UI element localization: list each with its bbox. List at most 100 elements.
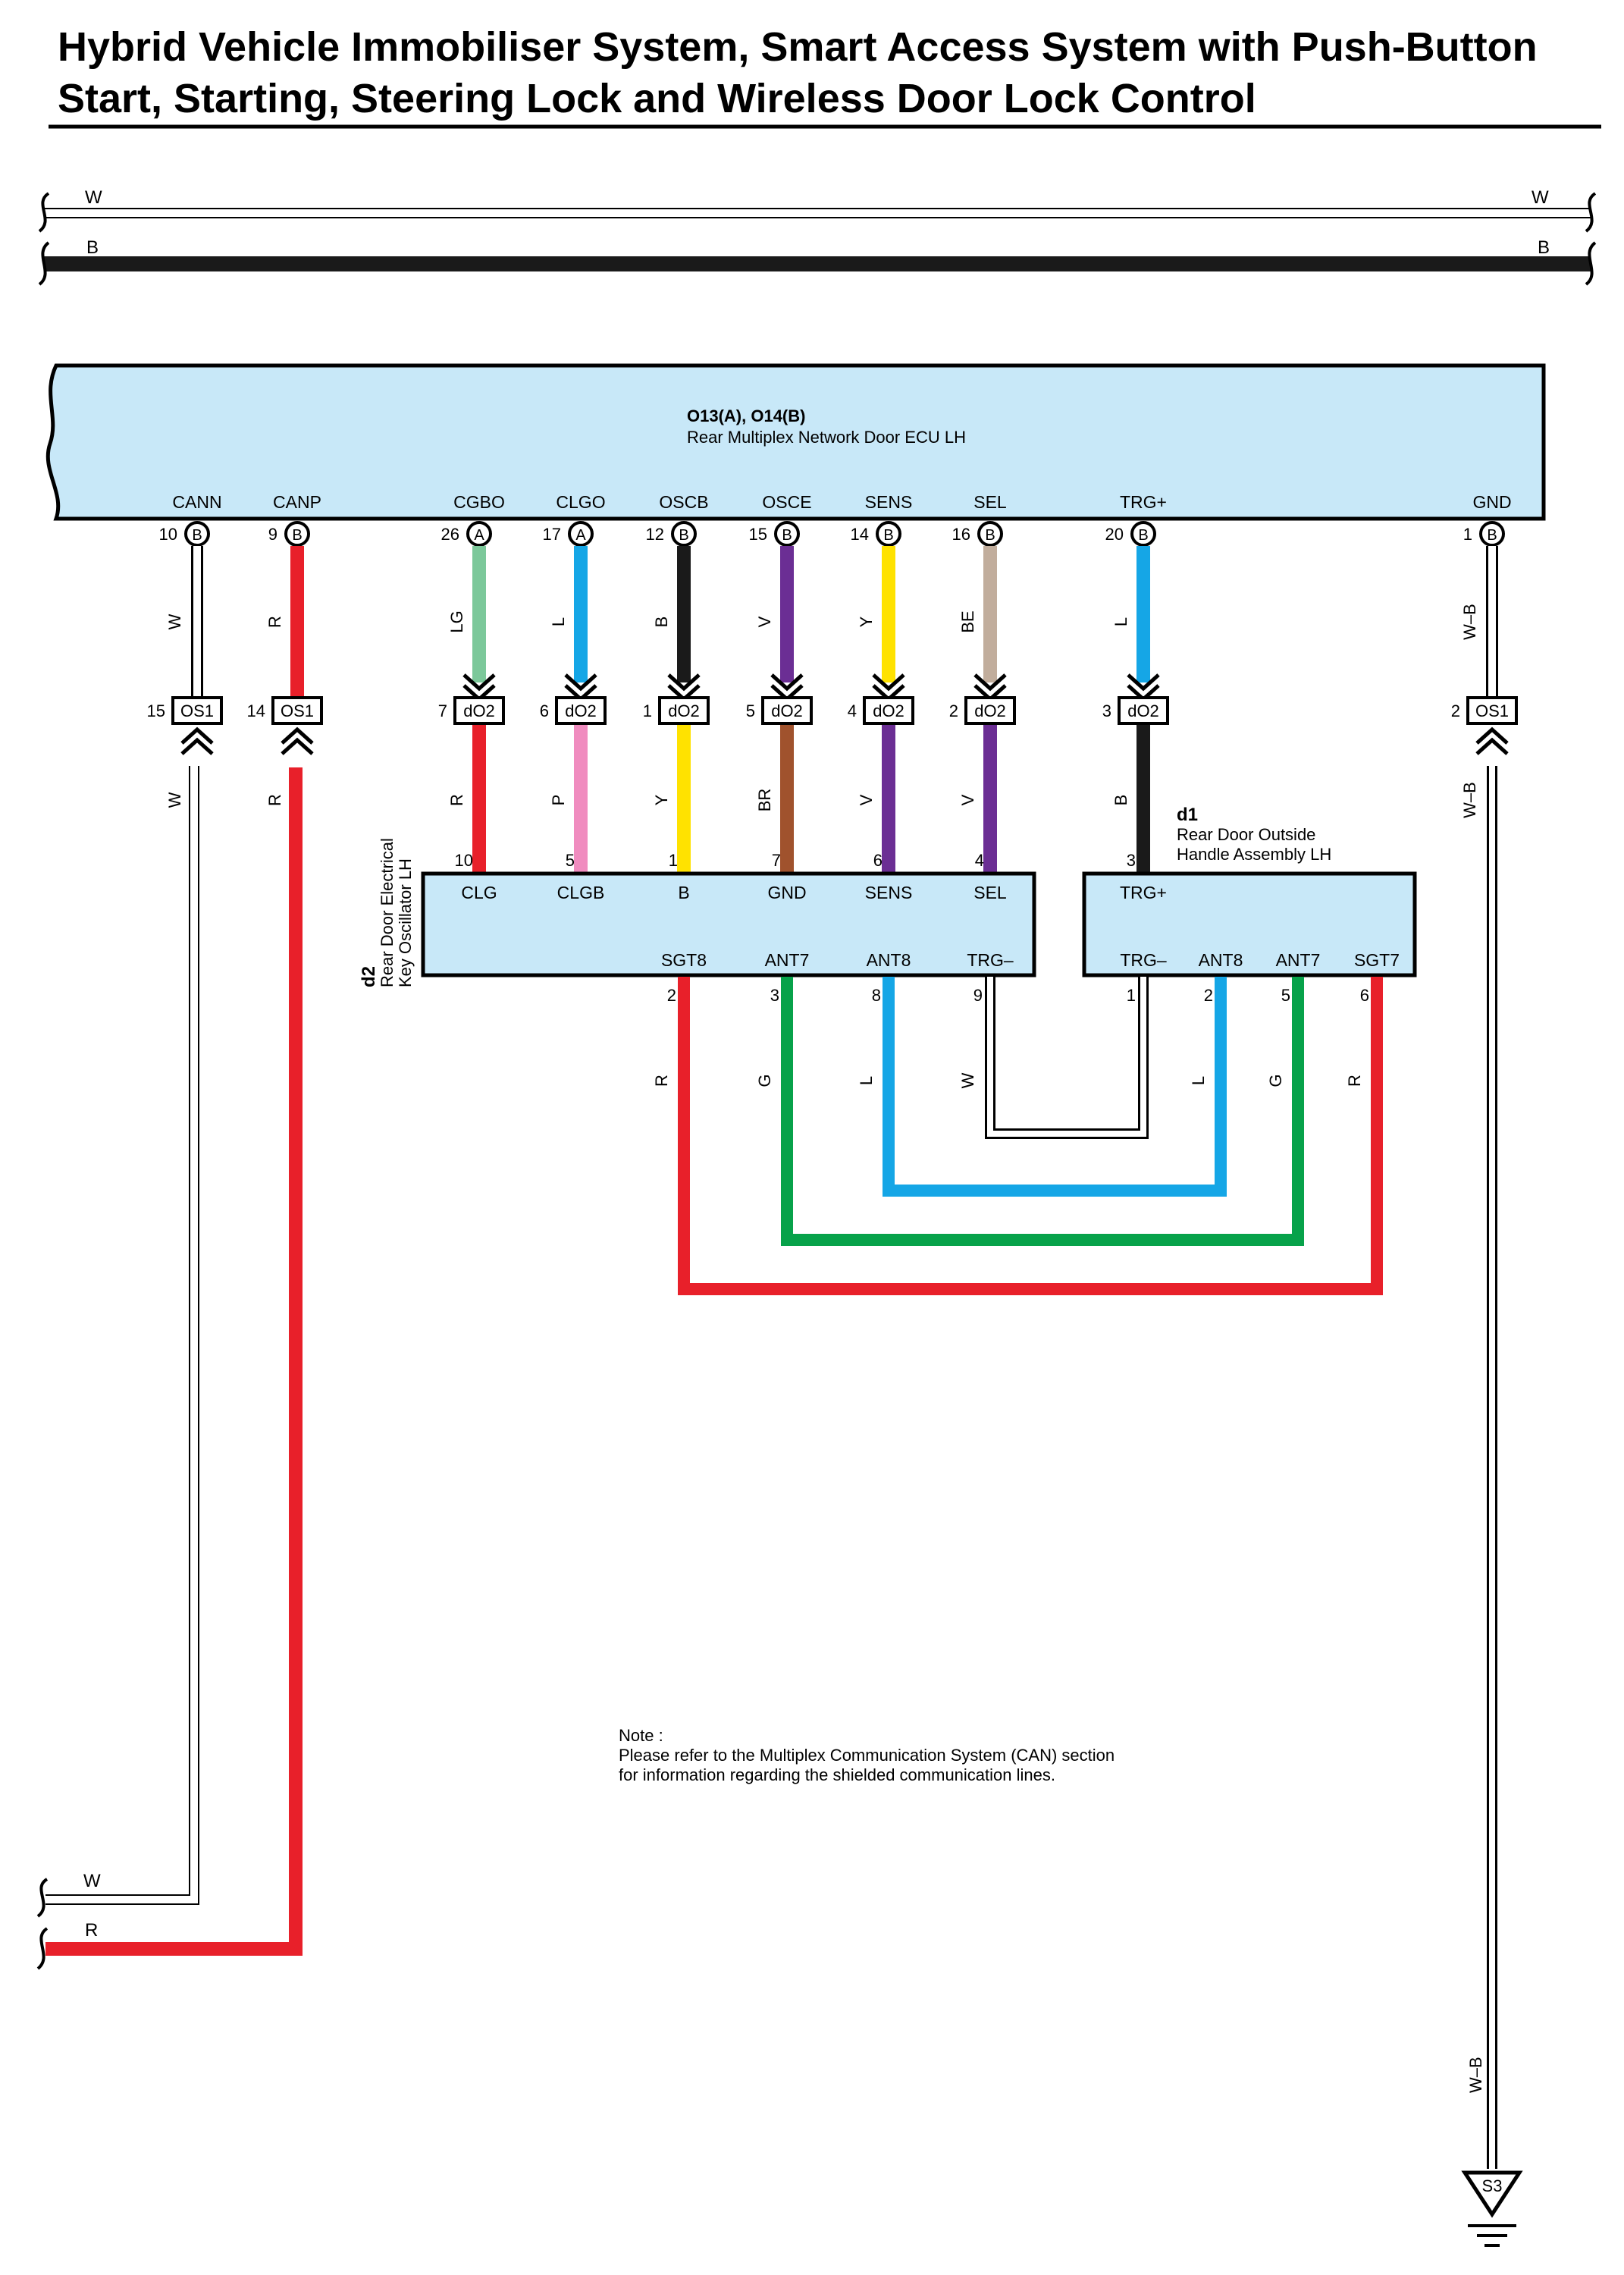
junction-box bbox=[863, 696, 914, 725]
junction-number: 7 bbox=[438, 701, 447, 720]
ecu-pin-number: 12 bbox=[646, 525, 664, 544]
junction-number: 14 bbox=[247, 701, 265, 720]
upper-wire-label: L bbox=[1111, 617, 1130, 626]
link-sgt-wire bbox=[678, 977, 1383, 1295]
ecu-connector-circle bbox=[977, 521, 1003, 547]
upper-wire-label: W bbox=[165, 613, 184, 629]
top-w-label-right: W bbox=[1532, 187, 1549, 208]
ground-code: S3 bbox=[1482, 2176, 1503, 2195]
ecu-pin-number: 17 bbox=[543, 525, 561, 544]
d2-pin-name: SGT8 bbox=[661, 950, 707, 970]
ecu-name: Rear Multiplex Network Door ECU LH bbox=[687, 428, 966, 447]
d2-name-line1: Rear Door Electrical bbox=[378, 838, 397, 987]
junction-box bbox=[658, 696, 710, 725]
top-bus: W W B B bbox=[38, 187, 1597, 286]
d2-pin-name: ANT7 bbox=[765, 950, 810, 970]
title-line-1: Hybrid Vehicle Immobiliser System, Smart… bbox=[58, 24, 1538, 70]
junction-number: 5 bbox=[746, 701, 755, 720]
d1-pin-name: ANT8 bbox=[1199, 950, 1243, 970]
upper-wire-label: V bbox=[755, 616, 774, 627]
junction-code: OS1 bbox=[180, 701, 214, 720]
link-wire-label: L bbox=[1189, 1076, 1208, 1085]
d2-pin-name: B bbox=[678, 883, 689, 902]
link-wire-label: R bbox=[652, 1075, 671, 1087]
junction-box bbox=[171, 696, 223, 725]
d1-pin-number: 2 bbox=[1204, 986, 1213, 1005]
upper-wire-label: LG bbox=[447, 610, 466, 632]
ecu-pin-number: 14 bbox=[851, 525, 869, 544]
d2-pin-name: GND bbox=[767, 883, 806, 902]
top-b-label-right: B bbox=[1538, 237, 1550, 258]
break-symbol-top-left bbox=[38, 192, 50, 286]
d2-pin-name: CLGB bbox=[557, 883, 605, 902]
d2-pin-number: 10 bbox=[455, 851, 473, 870]
upper-wire-label: R bbox=[265, 616, 284, 628]
ecu-pin-name: CANN bbox=[172, 492, 221, 512]
junction-number: 6 bbox=[540, 701, 549, 720]
ecu-connector-letter: B bbox=[883, 527, 893, 544]
d1-box bbox=[1082, 871, 1417, 977]
ecu-connector-circle bbox=[466, 521, 492, 547]
top-w-label-left: W bbox=[85, 187, 102, 208]
junction-number: 3 bbox=[1102, 701, 1111, 720]
d2-pin-number: 5 bbox=[566, 851, 575, 870]
d2-code: d2 bbox=[359, 966, 379, 987]
d1-pin-name: ANT7 bbox=[1276, 950, 1321, 970]
junction-box bbox=[453, 696, 505, 725]
ecu-pin-number: 1 bbox=[1463, 525, 1472, 544]
d2-pin-number: 9 bbox=[973, 986, 983, 1005]
ecu-connector-circle bbox=[671, 521, 697, 547]
bottom-r-label: R bbox=[85, 1920, 98, 1941]
page-title: Hybrid Vehicle Immobiliser System, Smart… bbox=[58, 21, 1604, 124]
ecu-connector-circle bbox=[1479, 521, 1505, 547]
ecu-connector-circle bbox=[876, 521, 901, 547]
ecu-pin-name: OSCE bbox=[762, 492, 811, 512]
ecu-connector-circle bbox=[284, 521, 310, 547]
ecu-connector-circle bbox=[774, 521, 800, 547]
link-wire-label: R bbox=[1345, 1075, 1364, 1087]
link-trg-wire-outline bbox=[985, 977, 1149, 1139]
connector-arrow bbox=[180, 726, 214, 755]
junction-code: OS1 bbox=[281, 701, 314, 720]
d2-component: d2 Rear Door Electrical Key Oscillator L… bbox=[359, 838, 1036, 987]
ecu-pin-number: 15 bbox=[749, 525, 767, 544]
junction-number: 15 bbox=[147, 701, 165, 720]
d2-pin-number: 7 bbox=[772, 851, 781, 870]
ecu-connector-circle bbox=[1130, 521, 1156, 547]
d1-pin-name: SGT7 bbox=[1354, 950, 1400, 970]
d2-pin-number: 1 bbox=[669, 851, 678, 870]
upper-wire-label: L bbox=[549, 617, 568, 626]
link-ant8-wire bbox=[883, 977, 1227, 1197]
ecu-connector-letter: B bbox=[679, 527, 688, 544]
ecu-code: O13(A), O14(B) bbox=[687, 406, 805, 425]
d2-name-line2: Key Oscillator LH bbox=[396, 858, 415, 987]
upper-wire-label: W–B bbox=[1460, 604, 1479, 640]
break-symbol-bottom-left bbox=[36, 1878, 49, 1970]
note-line3: for information regarding the shielded c… bbox=[619, 1765, 1055, 1784]
d1-pin-number: 6 bbox=[1360, 986, 1369, 1005]
ecu-pin-name: SENS bbox=[865, 492, 913, 512]
junction-box bbox=[964, 696, 1016, 725]
ecu-pin-name: OSCB bbox=[659, 492, 708, 512]
connector-arrow bbox=[281, 726, 314, 755]
junction-code: dO2 bbox=[565, 701, 597, 720]
link-ant7-wire bbox=[781, 977, 1304, 1246]
d2-pin-number: 2 bbox=[667, 986, 676, 1005]
d2-pin-name: TRG– bbox=[967, 950, 1014, 970]
ecu-connector-letter: B bbox=[1487, 527, 1497, 544]
bottom-w-wire-outline bbox=[45, 766, 199, 1905]
ecu-pin-number: 16 bbox=[952, 525, 970, 544]
ecu-pin-number: 10 bbox=[159, 525, 177, 544]
ecu-connector-letter: A bbox=[575, 527, 586, 544]
ecu-pin-number: 26 bbox=[441, 525, 459, 544]
title-line-2: Start, Starting, Steering Lock and Wirel… bbox=[58, 76, 1256, 121]
upper-wire-label: Y bbox=[857, 616, 876, 627]
ecu-pin-name: CLGO bbox=[556, 492, 605, 512]
ground-wire-label: W–B bbox=[1466, 2057, 1485, 2093]
d2-pin-number: 8 bbox=[872, 986, 881, 1005]
ecu-connector-circle bbox=[184, 521, 210, 547]
lower-wire-label: Y bbox=[652, 794, 671, 805]
lower-wire-label: V bbox=[857, 794, 876, 805]
